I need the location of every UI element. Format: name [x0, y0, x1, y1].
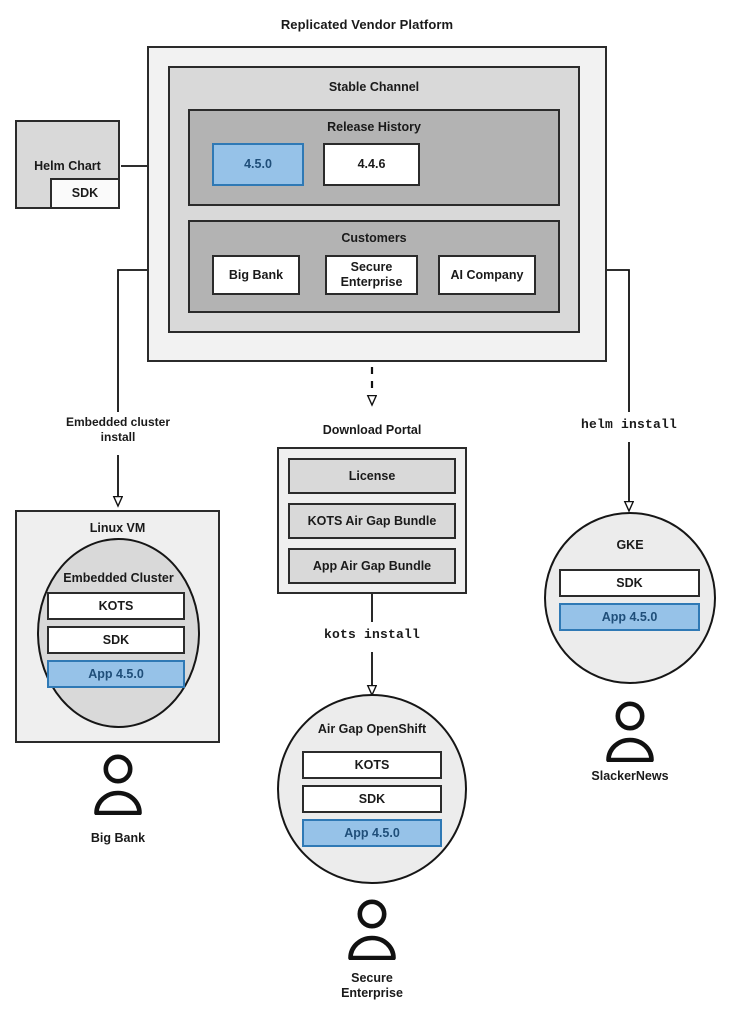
- gke-component-app[interactable]: App 4.5.0: [559, 603, 700, 631]
- person-icon-big-bank: [92, 753, 144, 820]
- download-artifact-app-air-gap-bundle[interactable]: App Air Gap Bundle: [288, 548, 456, 584]
- connector-label-helm-install: helm install: [580, 417, 677, 432]
- target-customer-big-bank: Big Bank: [90, 831, 146, 845]
- gke-circle: [544, 512, 716, 684]
- openshift-component-sdk[interactable]: SDK: [302, 785, 442, 813]
- gke-component-sdk[interactable]: SDK: [559, 569, 700, 597]
- page-title: Replicated Vendor Platform: [280, 17, 454, 32]
- customers-title: Customers: [341, 231, 407, 245]
- download-artifact-kots-air-gap-bundle[interactable]: KOTS Air Gap Bundle: [288, 503, 456, 539]
- helm-chart-label: Helm Chart: [34, 159, 101, 173]
- linux-vm-component-app[interactable]: App 4.5.0: [47, 660, 185, 688]
- embedded-cluster-title: Embedded Cluster: [63, 571, 174, 585]
- linux-vm-component-kots[interactable]: KOTS: [47, 592, 185, 620]
- customer-chip-big-bank[interactable]: Big Bank: [212, 255, 300, 295]
- helm-chart-sdk-chip: SDK: [50, 178, 120, 209]
- target-customer-slackernews: SlackerNews: [591, 769, 669, 783]
- linux-vm-title: Linux VM: [89, 521, 146, 535]
- stable-channel-title: Stable Channel: [328, 80, 420, 94]
- person-icon-slackernews: [604, 700, 656, 767]
- openshift-component-kots[interactable]: KOTS: [302, 751, 442, 779]
- target-customer-secure-enterprise: Secure Enterprise: [341, 971, 403, 1001]
- download-artifact-license[interactable]: License: [288, 458, 456, 494]
- air-gap-openshift-title: Air Gap OpenShift: [317, 722, 427, 736]
- release-chip-4-4-6[interactable]: 4.4.6: [323, 143, 420, 186]
- person-icon-secure-enterprise: [346, 898, 398, 965]
- release-history-title: Release History: [327, 120, 421, 134]
- openshift-component-app[interactable]: App 4.5.0: [302, 819, 442, 847]
- customer-chip-secure-enterprise[interactable]: Secure Enterprise: [325, 255, 418, 295]
- linux-vm-component-sdk[interactable]: SDK: [47, 626, 185, 654]
- customer-chip-ai-company[interactable]: AI Company: [438, 255, 536, 295]
- release-chip-4-5-0[interactable]: 4.5.0: [212, 143, 304, 186]
- gke-title: GKE: [616, 538, 644, 552]
- connector-label-embedded-cluster-install: Embedded cluster install: [65, 415, 171, 444]
- connector-label-kots-install: kots install: [323, 627, 420, 642]
- download-portal-title: Download Portal: [322, 423, 422, 437]
